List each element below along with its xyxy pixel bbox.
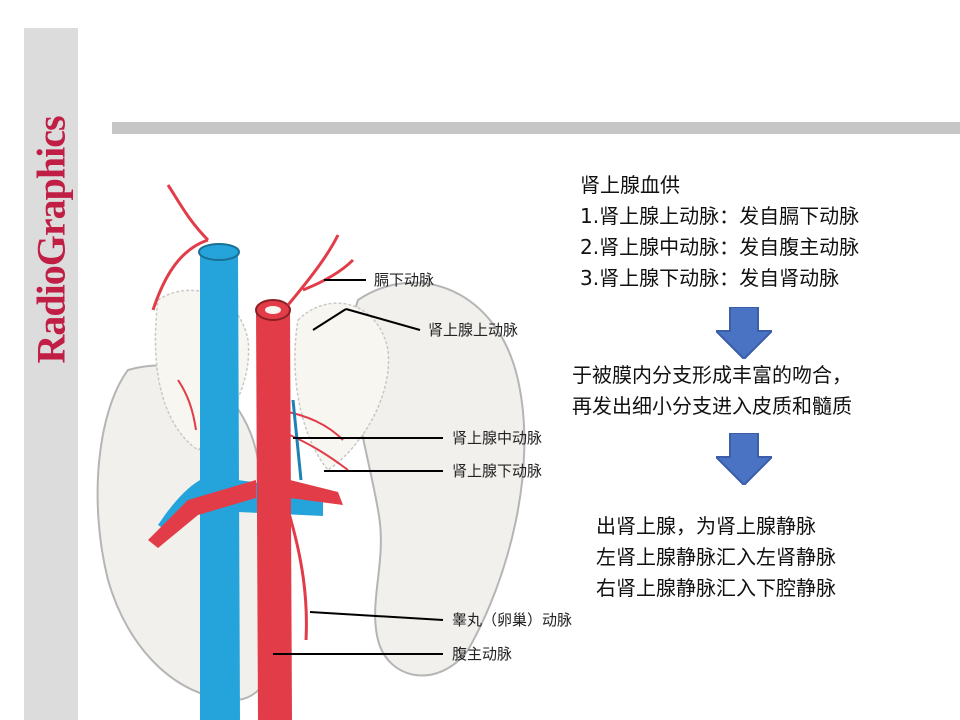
venous-drainage-text: 出肾上腺，为肾上腺静脉 左肾上腺静脉汇入左肾静脉 右肾上腺静脉汇入下腔静脉 (596, 511, 836, 604)
down-arrow-icon (716, 433, 772, 485)
left-renal-artery (290, 480, 343, 505)
inferior-phrenic-artery-right (151, 184, 210, 311)
label-testicular-artery: 睾丸（卵巢）动脉 (452, 611, 573, 629)
leader-line-2b (345, 308, 421, 331)
text-line: 于被膜内分支形成丰富的吻合， (572, 363, 852, 387)
testicular-artery (286, 509, 308, 641)
label-inferior-adrenal-artery: 肾上腺下动脉 (452, 462, 543, 480)
adrenal-blood-supply-illustration: 膈下动脉 肾上腺上动脉 肾上腺中动脉 肾上腺下动脉 睾丸（卵巢）动脉 腹主动脉 (88, 180, 583, 720)
right-renal-artery (148, 480, 256, 548)
capsule-anastomosis-text: 于被膜内分支形成丰富的吻合， 再发出细小分支进入皮质和髓质 (572, 360, 852, 422)
brand-sidebar (24, 28, 78, 720)
anatomy-drawing (96, 184, 526, 720)
blood-supply-list: 肾上腺血供 1.肾上腺上动脉：发自膈下动脉 2.肾上腺中动脉：发自腹主动脉 3.… (580, 170, 859, 294)
text-line: 再发出细小分支进入皮质和髓质 (572, 394, 852, 418)
adrenal-branches (177, 379, 349, 471)
blood-supply-item: 2.肾上腺中动脉：发自腹主动脉 (580, 235, 860, 259)
title-divider (112, 122, 960, 134)
label-inferior-phrenic-artery: 膈下动脉 (374, 271, 435, 289)
leader-line-5 (309, 611, 444, 621)
left-adrenal-gland (294, 302, 390, 471)
leader-line-2a (312, 308, 347, 331)
middle-adrenal-vessel (291, 399, 303, 481)
text-line: 右肾上腺静脉汇入下腔静脉 (596, 576, 836, 600)
inferior-vena-cava (200, 250, 240, 720)
text-line: 出肾上腺，为肾上腺静脉 (596, 514, 816, 538)
label-middle-adrenal-artery: 肾上腺中动脉 (452, 429, 543, 447)
label-superior-adrenal-artery: 肾上腺上动脉 (428, 321, 519, 339)
abdominal-aorta (256, 308, 292, 720)
down-arrow-icon (716, 307, 772, 359)
blood-supply-heading: 肾上腺血供 (580, 173, 680, 197)
blood-supply-item: 1.肾上腺上动脉：发自膈下动脉 (580, 204, 860, 228)
vena-cava-top (198, 243, 240, 261)
blood-supply-item: 3.肾上腺下动脉：发自肾动脉 (580, 266, 840, 290)
left-kidney (350, 281, 526, 677)
label-abdominal-aorta: 腹主动脉 (452, 645, 513, 663)
text-line: 左肾上腺静脉汇入左肾静脉 (596, 545, 836, 569)
inferior-phrenic-artery-left (286, 234, 355, 306)
radiographics-logo: RadioGraphics (28, 116, 74, 364)
